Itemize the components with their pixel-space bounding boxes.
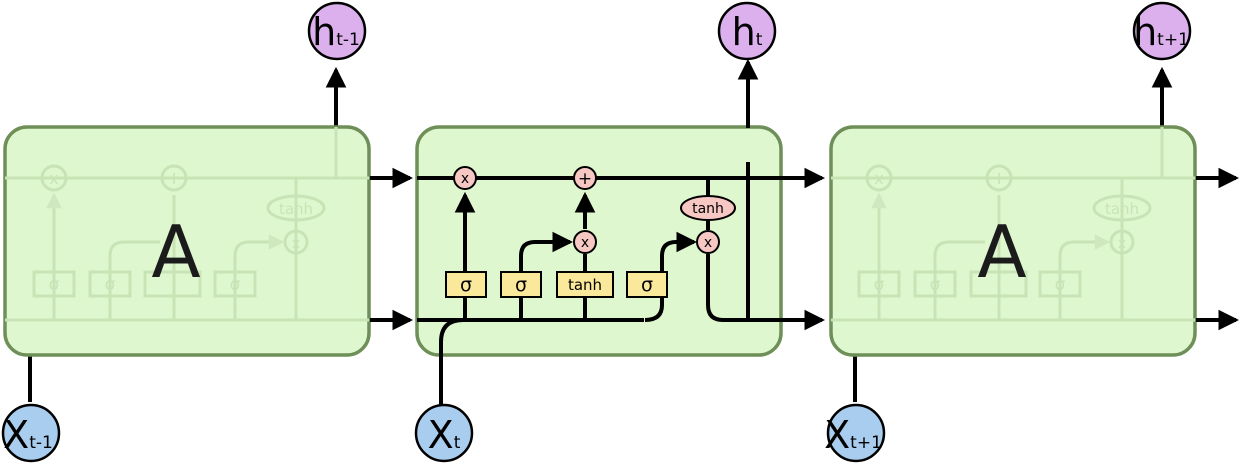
ghost-op-multiply: x: [292, 236, 300, 252]
middle-wiring: [417, 58, 826, 405]
add-label: +: [578, 169, 592, 189]
output-sub-right: t+1: [1157, 30, 1189, 50]
svg-text:Xt-1: Xt-1: [3, 413, 53, 457]
cell-middle: σ σ tanh σ x + x x tanh: [415, 58, 826, 405]
input-gate-label: σ: [515, 274, 527, 296]
output-gate-label: σ: [641, 274, 653, 296]
output-tanh-op: [680, 195, 736, 221]
add-op: [573, 166, 597, 190]
ghost-gate-sigma: σ: [49, 275, 60, 295]
output-main-middle: h: [732, 10, 756, 54]
forget-gate-sigma: [445, 271, 487, 298]
input-node-left: Xt-1: [1, 403, 61, 463]
candidate-gate-tanh: [556, 271, 614, 298]
svg-text:ht: ht: [732, 10, 763, 54]
cell-box-right: [829, 125, 1197, 357]
output-multiply-label: x: [704, 235, 712, 251]
ghost-op-tanh: tanh: [279, 200, 313, 218]
ghost-op-multiply: x: [874, 169, 883, 188]
input-gate-sigma: [500, 271, 542, 298]
output-tanh-label: tanh: [692, 201, 724, 217]
forget-multiply-label: x: [461, 171, 469, 187]
input-main-left: X: [3, 413, 29, 457]
input-multiply-label: x: [581, 235, 589, 251]
input-multiply-op: [573, 230, 597, 254]
ghost-op-tanh: tanh: [1105, 200, 1139, 218]
ghost-internals-left: [5, 127, 369, 322]
svg-text:Xt: Xt: [428, 413, 461, 457]
input-main-right: X: [824, 413, 850, 457]
output-multiply-op: [696, 230, 720, 254]
cell-box-left: [3, 125, 371, 357]
cell-right: σ σ σ tanh x + x A: [829, 66, 1197, 402]
ghost-labels-left: σ σ σ tanh x + x: [49, 168, 313, 295]
output-node-left: ht-1: [307, 1, 367, 61]
forget-multiply-op: [453, 166, 477, 190]
ghost-gate-sigma: σ: [874, 275, 885, 295]
ghost-gate-sigma: σ: [105, 275, 116, 295]
output-gate-sigma: [626, 271, 668, 298]
output-sub-left: t-1: [336, 30, 360, 50]
ghost-labels-right: σ σ σ tanh x + x: [874, 168, 1139, 295]
ghost-gate-sigma: σ: [230, 275, 241, 295]
ghost-gate-sigma: σ: [930, 275, 941, 295]
cell-label-left: A: [151, 210, 200, 294]
input-main-middle: X: [428, 413, 454, 457]
output-node-middle: ht: [717, 1, 777, 61]
input-sub-left: t-1: [29, 433, 53, 453]
svg-text:ht+1: ht+1: [1133, 10, 1189, 54]
forget-gate-label: σ: [460, 274, 472, 296]
svg-text:ht-1: ht-1: [312, 10, 360, 54]
svg-text:Xt+1: Xt+1: [824, 413, 882, 457]
input-sub-right: t+1: [850, 433, 882, 453]
output-node-right: ht+1: [1132, 1, 1192, 61]
ghost-op-multiply: x: [49, 169, 58, 188]
ghost-op-multiply: x: [1118, 236, 1126, 252]
input-node-right: Xt+1: [824, 403, 886, 463]
output-main-right: h: [1133, 10, 1157, 54]
candidate-gate-label: tanh: [568, 276, 602, 294]
input-sub-middle: t: [454, 433, 461, 453]
output-main-left: h: [312, 10, 336, 54]
cell-label-right: A: [977, 210, 1026, 294]
ghost-internals-right: [831, 127, 1195, 322]
output-sub-middle: t: [756, 30, 763, 50]
ghost-op-add: +: [991, 168, 1006, 189]
ghost-op-add: +: [166, 168, 181, 189]
cell-left: σ σ σ tanh x + x A: [3, 66, 371, 402]
ghost-gate-sigma: σ: [1055, 275, 1066, 295]
input-node-middle: Xt: [414, 403, 474, 463]
